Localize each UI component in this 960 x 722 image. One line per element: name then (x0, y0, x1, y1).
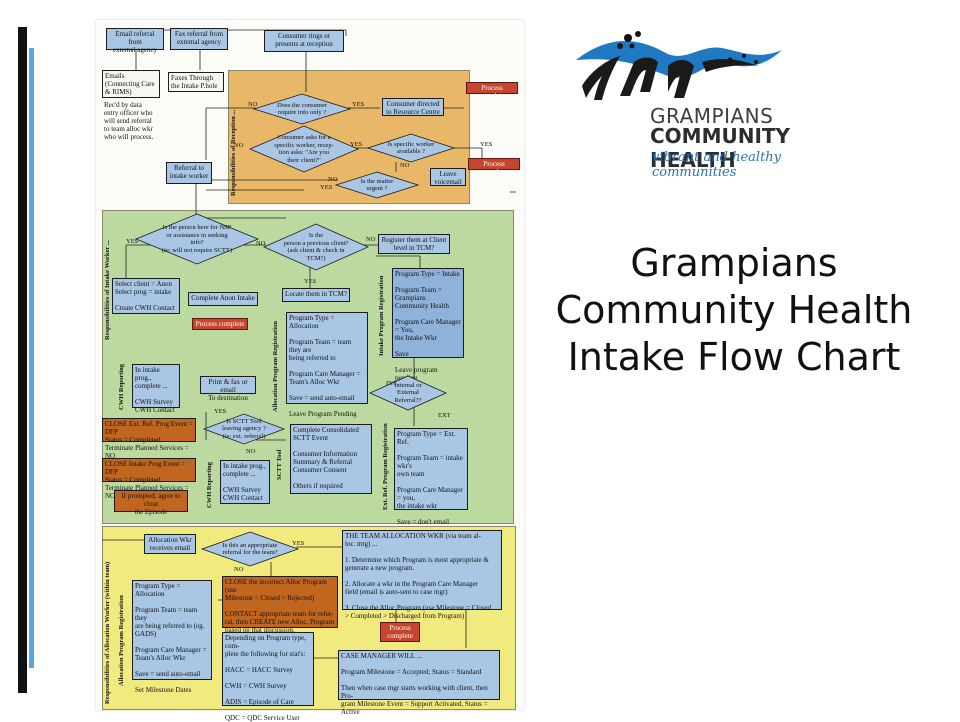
grampians-logo: GRAMPIANS COMMUNITY HEALTH vibrant and h… (572, 26, 862, 180)
email-referral-box: Email referral from external agency (106, 28, 164, 54)
cwh-reporting-box-2: In intake prog., complete ... CWH Survey… (220, 460, 270, 504)
zone-label-intake: Responsibilities of Intake Worker ... (104, 240, 111, 340)
ext-ref-registration-box: Program Type = Ext. Ref. Program Team = … (394, 428, 468, 526)
edge-label-int: INT (386, 380, 397, 387)
logo-line-community-health: COMMUNITY HEALTH (650, 124, 791, 172)
edge-label-yes-7: YES (214, 408, 227, 415)
diamond-urgent: Is the matter urgent ? (334, 171, 420, 199)
register-client-box: Register them at Client level in TCM? (378, 234, 450, 254)
process-complete-2: Process complete (468, 158, 520, 176)
edge-label-no-7: NO (246, 448, 256, 455)
edge-label-no-5: NO (256, 240, 266, 247)
logo-swoosh-icon (576, 31, 782, 100)
left-accent-bar-dark (18, 27, 27, 693)
recd-by-data-entry-text: Rec'd by data entry officer who will sen… (104, 101, 154, 141)
diamond-is-specific-available: Is specific worker available ? (366, 133, 456, 163)
edge-label-no-3: NO (400, 162, 410, 169)
case-manager-box: CASE MANAGER WILL ... Program Milestone … (338, 650, 500, 716)
edge-label-ext: EXT (438, 412, 451, 419)
slide-title-line-3: Intake Flow Chart (567, 335, 901, 379)
side-label-cwh-reporting-2: CWH Reporting (206, 461, 213, 508)
zone-label-allocation: Responsibilities of Allocation Worker (w… (104, 561, 111, 704)
consumer-rings-box: Consumer rings or presents at reception (264, 30, 344, 52)
allocation-registration-box-2: Program Type = Allocation Program Team =… (132, 580, 212, 694)
slide-title: Grampians Community Health Intake Flow C… (520, 240, 948, 381)
side-label-alloc-prog-reg-2: Allocation Program Registration (118, 595, 125, 686)
edge-label-no-4: NO (328, 176, 338, 183)
edge-label-yes-1: YES (352, 101, 365, 108)
intake-registration-box: Program Type = Intake Program Team = Gra… (392, 268, 464, 382)
select-client-box: Select client = Anon Select prog = intak… (112, 278, 180, 314)
edge-label-yes-4: YES (320, 184, 333, 191)
diamond-previous-client: Is the person a previous client? (ask cl… (263, 223, 369, 271)
edge-label-no-6: NO (366, 236, 376, 243)
logo-tagline: vibrant and healthy communities (652, 150, 782, 180)
side-label-intake-prog-reg: Intake Program Registration (378, 275, 385, 356)
diamond-nsp: Is the person here for NSP or assistance… (134, 213, 260, 265)
faxes-through-box: Faxes Through the Intake P.hole (168, 72, 224, 92)
edge-label-yes-3: YES (480, 141, 493, 148)
complete-consolidated-box: Complete Consolidated SCTT Event Consume… (290, 424, 372, 494)
fax-referral-box: Fax referral from external agency (170, 28, 228, 50)
emails-connecting-care-box: Emails (Connecting Care & RIMS) (102, 70, 160, 98)
depending-box: Depending on Program type, com- plete th… (222, 632, 314, 722)
side-label-ext-ref-prog-reg: Ext. Ref. Program Registration (382, 423, 389, 510)
left-accent-bar-blue (29, 48, 34, 668)
process-complete-3: Process complete (192, 318, 248, 330)
diamond-appropriate: Is this an appropriate referral for the … (200, 531, 300, 567)
side-label-alloc-prog-reg: Allocation Program Registration (272, 321, 279, 412)
logo-line-grampians: GRAMPIANS (650, 104, 774, 128)
allocation-registration-box: Program Type = Allocation Program Team =… (286, 312, 368, 418)
slide-title-line-1: Grampians (630, 241, 838, 285)
diamond-specific-worker: Consumer asks for a specific worker, rec… (248, 125, 360, 173)
edge-label-yes-8: YES (292, 540, 305, 547)
locate-tcm-box: Locate them in TCM? (282, 288, 350, 302)
diamond-internal-external: Internal or External Referral?? (369, 375, 447, 411)
alloc-wkr-email-box: Allocation Wkr receives email (144, 534, 196, 554)
process-complete-1: Process complete (466, 82, 518, 100)
edge-label-no-8: NO (234, 566, 244, 573)
if-prompted-box: If prompted, agree to close the Episode (114, 490, 188, 516)
close-intake-box: CLOSE Intake Prog Event = DFP Status = C… (102, 458, 196, 500)
flowchart-scan: Email referral from external agency Fax … (96, 20, 524, 722)
team-allocation-box: THE TEAM ALLOCATION WKR (via team al- lo… (342, 530, 502, 620)
complete-anon-box: Complete Anon Intake (188, 292, 258, 306)
print-fax-box: Print & fax or email To destination (200, 376, 256, 402)
close-ext-ref-box: CLOSE Ext. Ref. Prog Event = DFP Status … (102, 418, 196, 460)
consumer-directed-box: Consumer directed to Resource Centre (382, 98, 444, 116)
edge-label-no-2: NO (234, 142, 244, 149)
process-complete-4: Process complete (380, 622, 420, 642)
side-label-cwh-reporting-1: CWH Reporting (118, 363, 125, 410)
edge-label-yes-2: YES (350, 141, 363, 148)
zone-label-reception: Responsibilities of Reception ... (230, 109, 237, 196)
leave-voicemail-box: Leave voicemail (430, 168, 466, 186)
close-incorrect-box: CLOSE the incorrect Alloc Program (use M… (222, 576, 338, 634)
diamond-info-only: Does the consumer require info only ? (252, 93, 352, 125)
cwh-reporting-box-1: In intake prog., complete ... CWH Survey… (132, 364, 180, 414)
slide-title-line-2: Community Health (555, 288, 913, 332)
side-label-sctt-tool: SCTT Tool (276, 449, 283, 480)
edge-label-yes-6: YES (304, 278, 317, 285)
edge-label-yes-5: YES (126, 238, 139, 245)
diamond-sctt-leaving: Is SCTT Tool leaving agency ? (ie: ext. … (202, 413, 286, 445)
referral-to-intake-box: Referral to intake worker (166, 162, 212, 184)
edge-label-no-1: NO (248, 101, 258, 108)
